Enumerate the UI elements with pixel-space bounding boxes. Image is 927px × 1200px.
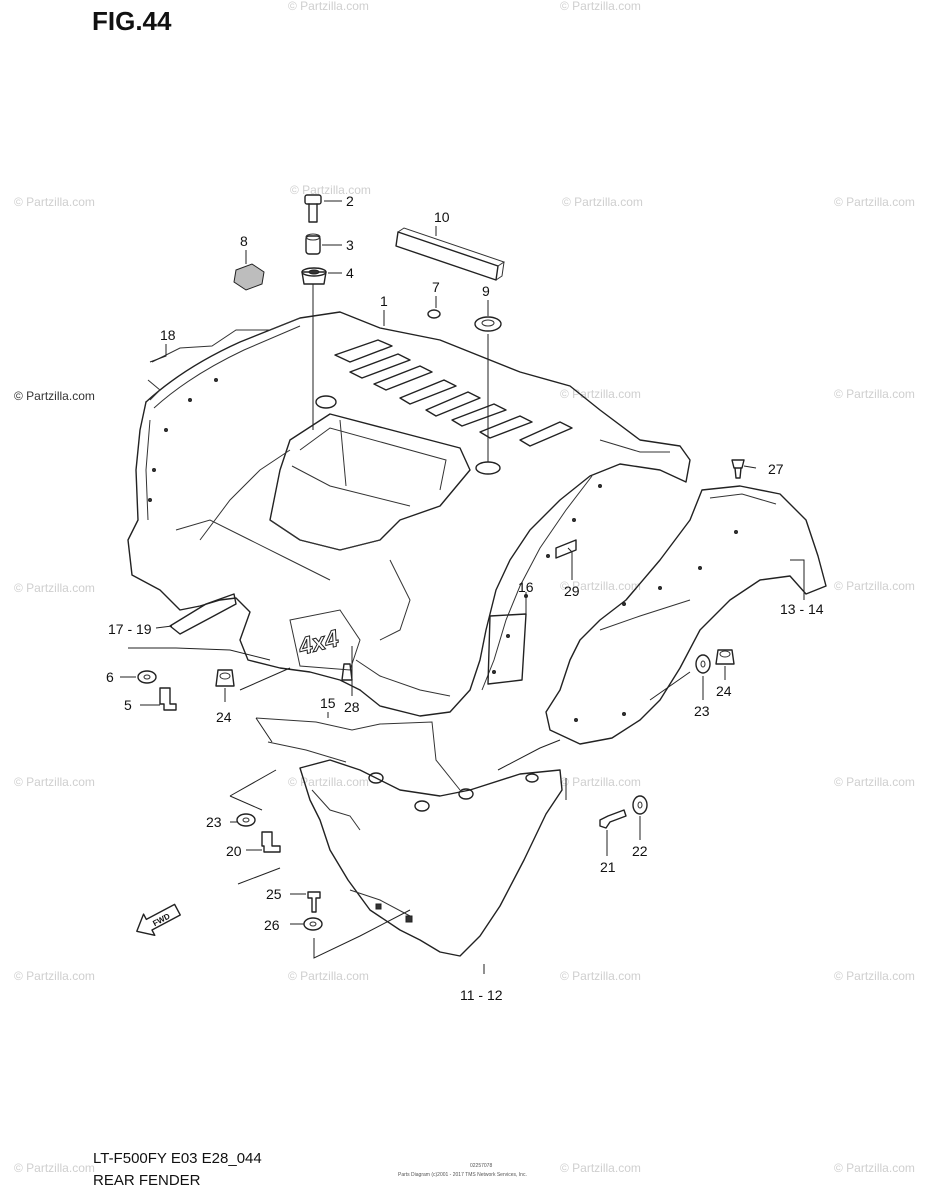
callout-29: 29 bbox=[564, 583, 580, 599]
callout-17-19: 17 - 19 bbox=[108, 621, 152, 637]
part-7-nut bbox=[427, 309, 441, 319]
watermark: © Partzilla.com bbox=[14, 581, 95, 595]
watermark: © Partzilla.com bbox=[14, 195, 95, 209]
callout-24-left: 24 bbox=[216, 709, 232, 725]
part-27-clip bbox=[731, 459, 745, 479]
callout-15: 15 bbox=[320, 695, 336, 711]
callout-3: 3 bbox=[346, 237, 354, 253]
watermark: © Partzilla.com bbox=[560, 0, 641, 13]
callout-8: 8 bbox=[240, 233, 248, 249]
part-23-washer-right bbox=[695, 654, 711, 674]
callout-25: 25 bbox=[266, 886, 282, 902]
watermarks: © Partzilla.com © Partzilla.com © Partzi… bbox=[14, 0, 915, 1175]
part-4-grommet bbox=[301, 267, 327, 285]
callout-22: 22 bbox=[632, 843, 648, 859]
part-23-washer-left bbox=[236, 813, 256, 827]
document-code: 02257078 bbox=[470, 1163, 493, 1169]
watermark: © Partzilla.com bbox=[834, 775, 915, 789]
part-25-bolt bbox=[307, 891, 321, 913]
callout-21: 21 bbox=[600, 859, 616, 875]
callout-9: 9 bbox=[482, 283, 490, 299]
callout-11-12: 11 - 12 bbox=[460, 987, 503, 1003]
watermark: © Partzilla.com bbox=[560, 579, 641, 593]
watermark: © Partzilla.com bbox=[288, 0, 369, 13]
part-3-collar bbox=[305, 233, 321, 255]
callout-10: 10 bbox=[434, 209, 450, 225]
watermark: © Partzilla.com bbox=[14, 775, 95, 789]
watermark: © Partzilla.com bbox=[834, 195, 915, 209]
watermark: © Partzilla.com bbox=[834, 387, 915, 401]
part-22-washer bbox=[632, 795, 648, 815]
part-11-12-mudflap bbox=[299, 759, 563, 957]
callout-18: 18 bbox=[160, 327, 176, 343]
watermark: © Partzilla.com bbox=[290, 183, 371, 197]
callout-24-right: 24 bbox=[716, 683, 732, 699]
watermark: © Partzilla.com bbox=[288, 775, 369, 789]
watermark: © Partzilla.com bbox=[14, 1161, 95, 1175]
copyright-credit: Parts Diagram (c)2001 - 2017 TMS Network… bbox=[398, 1172, 527, 1178]
watermark: © Partzilla.com bbox=[834, 1161, 915, 1175]
figure-title: FIG.44 bbox=[92, 6, 172, 36]
watermark: © Partzilla.com bbox=[560, 969, 641, 983]
part-10-cushion bbox=[395, 227, 506, 281]
watermark: © Partzilla.com bbox=[562, 195, 643, 209]
part-26-nut bbox=[303, 917, 323, 931]
watermark: © Partzilla.com bbox=[14, 969, 95, 983]
part-8-cap bbox=[233, 263, 265, 291]
part-24-nut-right bbox=[715, 649, 735, 665]
watermark: © Partzilla.com bbox=[560, 775, 641, 789]
part-28-screw bbox=[341, 663, 353, 681]
leader-lines bbox=[120, 200, 805, 974]
callout-13-14: 13 - 14 bbox=[780, 601, 824, 617]
part-1-rear-fender: 4x4 bbox=[127, 311, 691, 717]
part-15-inner-panel bbox=[255, 717, 461, 791]
callout-4: 4 bbox=[346, 265, 354, 281]
watermark: © Partzilla.com bbox=[560, 1161, 641, 1175]
callout-26: 26 bbox=[264, 917, 280, 933]
watermark: © Partzilla.com bbox=[14, 389, 95, 403]
callout-23-right: 23 bbox=[694, 703, 710, 719]
diagram-name: REAR FENDER bbox=[93, 1172, 201, 1189]
callouts: 1 2 3 4 5 6 7 8 9 10 11 - 12 13 - 14 15 … bbox=[106, 193, 824, 1003]
part-21-bolt bbox=[599, 809, 627, 829]
callout-1: 1 bbox=[380, 293, 388, 309]
callout-16: 16 bbox=[518, 579, 534, 595]
part-24-nut-left bbox=[215, 669, 235, 687]
part-18-mudguard bbox=[147, 317, 301, 401]
watermark: © Partzilla.com bbox=[834, 969, 915, 983]
watermark: © Partzilla.com bbox=[834, 579, 915, 593]
callout-27: 27 bbox=[768, 461, 784, 477]
callout-2: 2 bbox=[346, 193, 354, 209]
callout-7: 7 bbox=[432, 279, 440, 295]
model-code: LT-F500FY E03 E28_044 bbox=[93, 1150, 262, 1167]
part-29-piece bbox=[555, 539, 577, 559]
decal-4x4: 4x4 bbox=[295, 625, 341, 661]
part-20-bolt bbox=[261, 831, 281, 853]
part-9-grommet bbox=[474, 316, 502, 332]
part-6-washer bbox=[137, 670, 157, 684]
callout-20: 20 bbox=[226, 843, 242, 859]
part-13-14-flap bbox=[545, 485, 827, 745]
callout-23-left: 23 bbox=[206, 814, 222, 830]
part-2-bolt bbox=[304, 194, 322, 223]
callout-28: 28 bbox=[344, 699, 360, 715]
callout-6: 6 bbox=[106, 669, 114, 685]
callout-5: 5 bbox=[124, 697, 132, 713]
part-16-panel bbox=[487, 613, 527, 685]
watermark: © Partzilla.com bbox=[288, 969, 369, 983]
part-5-bolt bbox=[159, 687, 177, 711]
part-17-19-bracket bbox=[169, 593, 237, 635]
watermark: © Partzilla.com bbox=[560, 387, 641, 401]
fwd-arrow-icon: FWD bbox=[136, 903, 181, 936]
